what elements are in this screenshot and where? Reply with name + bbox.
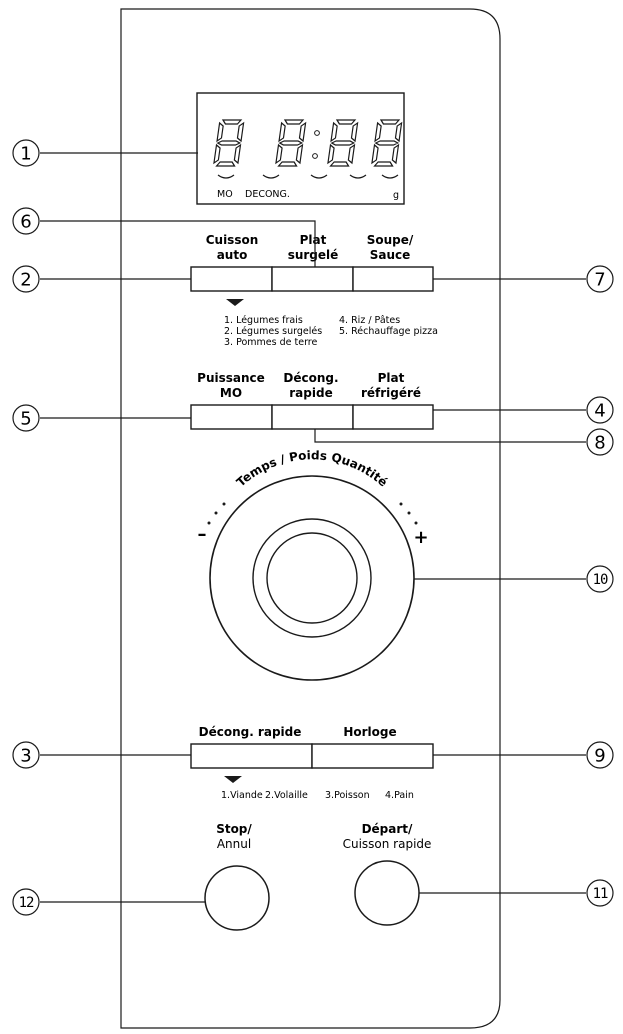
lcd-label-decong: DECONG. (245, 189, 290, 200)
plat-surgele-label-2: surgelé (288, 248, 339, 262)
svg-text:5: 5 (20, 409, 31, 430)
callout-9: 9 (586, 741, 614, 769)
lcd-colon-top (314, 130, 320, 136)
auto-menu-item: 4. Riz / Pâtes (339, 315, 400, 326)
stop-button[interactable] (204, 865, 270, 931)
lcd-label-mo: MO (217, 189, 233, 200)
svg-text:7: 7 (594, 270, 605, 291)
depart-label-1: Départ/ (362, 822, 413, 836)
decong-rapide-bottom-label: Décong. rapide (199, 725, 302, 739)
svg-text:6: 6 (20, 212, 31, 233)
callout-12: 12 (12, 888, 40, 916)
dial-minus-symbol: – (198, 524, 207, 545)
svg-text:10: 10 (593, 572, 608, 588)
callout-11: 11 (586, 879, 614, 907)
decong-rapide-top-label-2: rapide (289, 386, 332, 400)
soupe-sauce-label-2: Sauce (370, 248, 411, 262)
leader-lines (40, 152, 586, 903)
decong-rapide-bottom-button[interactable] (190, 743, 313, 769)
lcd-display: MO DECONG. g (196, 92, 405, 205)
dial-dots-right (399, 502, 418, 525)
cuisson-auto-label-1: Cuisson (206, 233, 259, 247)
auto-menu-item: 1. Légumes frais (224, 315, 303, 326)
decong-rapide-top-button[interactable] (271, 404, 354, 430)
dial-plus-symbol: + (413, 527, 428, 548)
panel-outline (120, 8, 501, 1029)
horloge-label: Horloge (343, 725, 396, 739)
depart-button[interactable] (354, 860, 420, 926)
plat-surgele-label-1: Plat (300, 233, 327, 247)
callouts: 1 6 2 5 3 12 7 4 8 10 9 11 (12, 139, 614, 916)
horloge-button[interactable] (311, 743, 434, 769)
stop-label-1: Stop/ (216, 822, 252, 836)
svg-text:3: 3 (20, 746, 31, 767)
auto-menu-item: 3. Pommes de terre (224, 337, 318, 348)
callout-3: 3 (12, 741, 40, 769)
stop-label-2: Annul (217, 837, 251, 851)
defrost-menu-item: 3.Poisson (325, 790, 370, 801)
svg-text:8: 8 (594, 433, 605, 454)
plat-surgele-button[interactable] (271, 266, 354, 292)
soupe-sauce-label-1: Soupe/ (367, 233, 414, 247)
puissance-mo-label-2: MO (220, 386, 242, 400)
auto-menu-list: 1. Légumes frais 2. Légumes surgelés 3. … (224, 315, 438, 348)
lcd-label-g: g (393, 190, 399, 201)
defrost-menu-item: 2.Volaille (265, 790, 308, 801)
callout-5: 5 (12, 404, 40, 432)
plat-refrigere-label-2: réfrigéré (361, 386, 421, 400)
arrow-down-icon (226, 299, 244, 306)
cuisson-auto-label-2: auto (217, 248, 248, 262)
svg-text:12: 12 (19, 895, 34, 911)
depart-label-2: Cuisson rapide (343, 837, 432, 851)
puissance-mo-button[interactable] (190, 404, 273, 430)
callout-10: 10 (586, 565, 614, 593)
lcd-colon-bottom (312, 153, 318, 159)
decong-rapide-top-label-1: Décong. (283, 371, 338, 385)
auto-menu-item: 5. Réchauffage pizza (339, 326, 438, 337)
auto-menu-item: 2. Légumes surgelés (224, 326, 322, 337)
lcd-indicator-marks (217, 174, 399, 179)
soupe-sauce-button[interactable] (352, 266, 434, 292)
dial-dots-left (207, 502, 226, 525)
button-row-3: Décong. rapide Horloge (190, 725, 434, 769)
time-weight-dial[interactable] (209, 475, 415, 681)
svg-text:11: 11 (593, 886, 608, 902)
callout-6: 6 (12, 207, 40, 235)
callout-2: 2 (12, 265, 40, 293)
button-row-1: Cuisson auto Plat surgelé Soupe/ Sauce (190, 233, 434, 292)
plat-refrigere-button[interactable] (352, 404, 434, 430)
svg-text:4: 4 (594, 401, 605, 422)
arrow-down-icon (224, 776, 242, 783)
defrost-menu-list: 1.Viande 2.Volaille 3.Poisson 4.Pain (221, 790, 414, 801)
callout-7: 7 (586, 265, 614, 293)
cuisson-auto-button[interactable] (190, 266, 273, 292)
plat-refrigere-label-1: Plat (378, 371, 405, 385)
svg-text:2: 2 (20, 270, 31, 291)
callout-8: 8 (586, 428, 614, 456)
defrost-menu-item: 4.Pain (385, 790, 414, 801)
defrost-menu-item: 1.Viande (221, 790, 263, 801)
callout-1: 1 (12, 139, 40, 167)
svg-text:9: 9 (594, 746, 605, 767)
puissance-mo-label-1: Puissance (197, 371, 265, 385)
callout-4: 4 (586, 396, 614, 424)
button-row-2: Puissance MO Décong. rapide Plat réfrigé… (190, 371, 434, 430)
svg-text:1: 1 (20, 144, 31, 165)
